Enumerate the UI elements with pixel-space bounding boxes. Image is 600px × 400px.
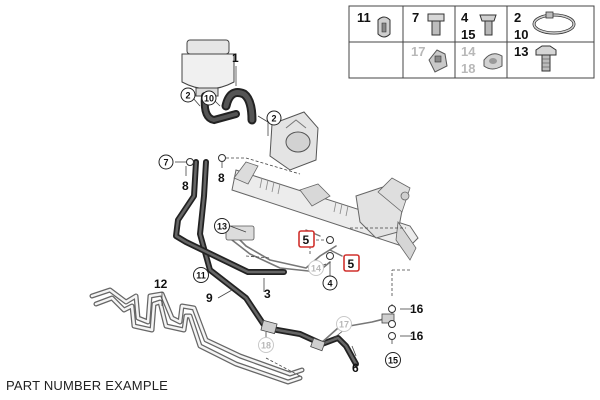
callout-17[interactable]: 17 xyxy=(336,316,352,332)
legend-label-7[interactable]: 7 xyxy=(412,10,419,25)
callout-5-lower-text: 5 xyxy=(348,257,355,271)
callout-18-text: 18 xyxy=(261,341,271,351)
callout-5-lower[interactable]: 5 xyxy=(343,254,360,272)
callout-8-left[interactable]: 8 xyxy=(182,179,189,193)
hydraulic-lines xyxy=(173,159,389,367)
clip-icon xyxy=(377,16,391,38)
callout-9[interactable]: 9 xyxy=(206,291,213,305)
steering-rack xyxy=(231,161,419,261)
hex-bolt-icon xyxy=(535,45,557,72)
callout-1[interactable]: 1 xyxy=(232,51,239,65)
hollow-bolt-icon xyxy=(479,14,497,36)
bracket-icon xyxy=(428,49,448,73)
callout-7-text: 7 xyxy=(163,158,168,168)
grommet-icon xyxy=(483,53,503,70)
callout-11-text: 11 xyxy=(196,271,206,281)
callout-labels: 1 8 8 12 9 3 6 16 16 5 5 2 10 2 xyxy=(154,51,424,375)
hose-clamp-icon xyxy=(532,11,576,35)
callout-2-right[interactable]: 2 xyxy=(266,110,282,126)
callout-8-right[interactable]: 8 xyxy=(218,171,225,185)
hose-fittings xyxy=(260,313,395,352)
legend-label-2[interactable]: 2 xyxy=(514,10,521,25)
bolt-icon xyxy=(427,13,445,36)
callout-5-upper[interactable]: 5 xyxy=(298,230,315,248)
legend-label-10[interactable]: 10 xyxy=(514,27,528,42)
parts-legend: 11 7 4 15 2 10 17 xyxy=(348,5,595,79)
legend-label-15[interactable]: 15 xyxy=(461,27,475,42)
callout-5-upper-text: 5 xyxy=(303,233,310,247)
line-bracket xyxy=(225,225,255,241)
callout-13-text: 13 xyxy=(217,222,227,232)
callout-14[interactable]: 14 xyxy=(308,260,324,276)
callout-15[interactable]: 15 xyxy=(385,352,401,368)
fluid-cooler xyxy=(89,287,305,385)
rack-bellows xyxy=(259,177,349,217)
callout-14-text: 14 xyxy=(311,264,321,274)
callout-3[interactable]: 3 xyxy=(264,287,271,301)
legend-label-4[interactable]: 4 xyxy=(461,10,469,25)
callout-7[interactable]: 7 xyxy=(158,154,174,170)
callout-2-left-text: 2 xyxy=(185,91,190,101)
seal-rings xyxy=(186,154,396,340)
callout-15-text: 15 xyxy=(388,356,398,366)
legend-label-18[interactable]: 18 xyxy=(461,61,475,76)
callout-2-right-text: 2 xyxy=(271,114,276,124)
caption: PART NUMBER EXAMPLE xyxy=(6,378,169,393)
callout-10[interactable]: 10 xyxy=(201,90,217,106)
callout-16-bottom[interactable]: 16 xyxy=(410,329,424,343)
fluid-reservoir xyxy=(181,39,235,97)
callout-18[interactable]: 18 xyxy=(258,337,274,353)
callout-16-top[interactable]: 16 xyxy=(410,302,424,316)
callout-13[interactable]: 13 xyxy=(214,218,230,234)
callout-12[interactable]: 12 xyxy=(154,277,168,291)
legend-label-11[interactable]: 11 xyxy=(357,10,371,25)
callout-4[interactable]: 4 xyxy=(322,275,338,291)
callout-10-text: 10 xyxy=(204,94,214,104)
legend-label-17[interactable]: 17 xyxy=(411,44,425,59)
steering-pump xyxy=(269,111,319,171)
callout-4-text: 4 xyxy=(327,279,332,289)
callout-6[interactable]: 6 xyxy=(352,361,359,375)
callout-11[interactable]: 11 xyxy=(193,267,209,283)
callout-2-left[interactable]: 2 xyxy=(180,87,196,103)
legend-label-14[interactable]: 14 xyxy=(461,44,476,59)
legend-label-13[interactable]: 13 xyxy=(514,44,528,59)
callout-17-text: 17 xyxy=(339,320,349,330)
